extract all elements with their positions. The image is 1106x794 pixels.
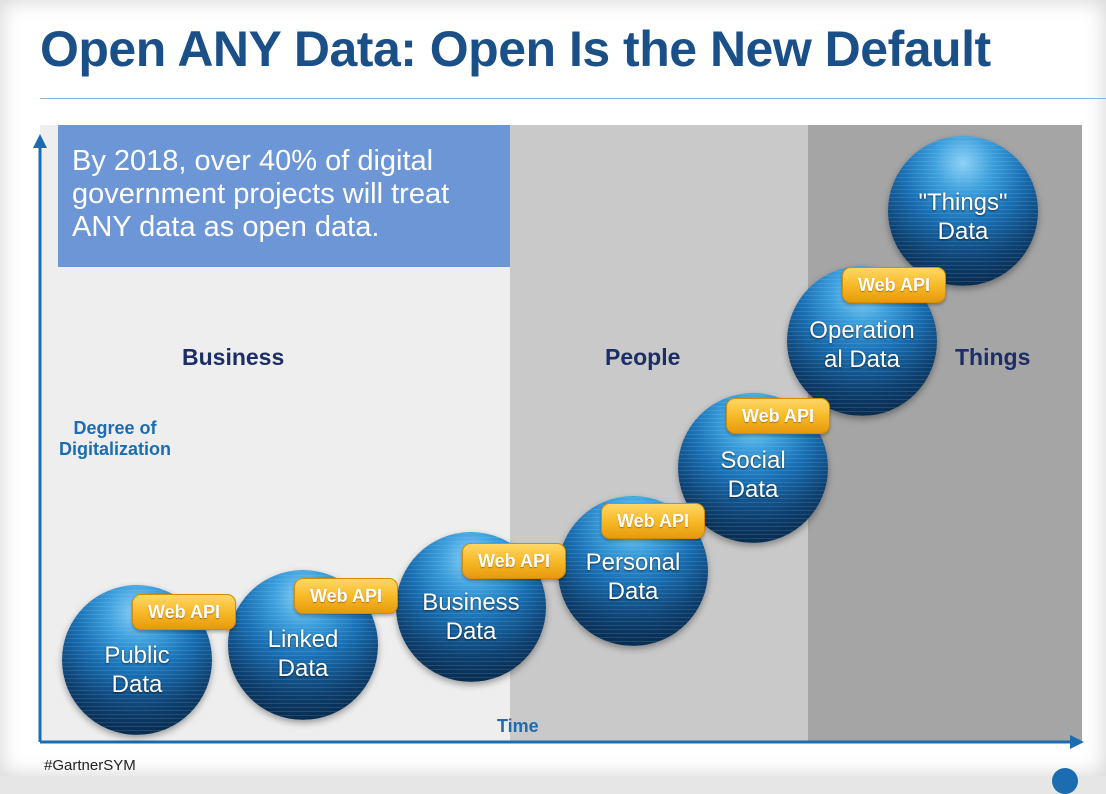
y-axis-label-line: Degree of: [73, 418, 157, 438]
web-api-connector: Web API: [842, 267, 946, 303]
sphere-label-line: Personal: [585, 549, 681, 576]
callout-line: ANY data as open data.: [72, 211, 380, 243]
callout-box: By 2018, over 40% of digital government …: [58, 125, 510, 267]
sphere-label-line: Data: [607, 578, 659, 605]
sphere-operational-data: Operation al Data: [787, 266, 937, 416]
title-underline: [40, 98, 1106, 99]
web-api-connector: Web API: [601, 503, 705, 539]
web-api-connector: Web API: [294, 578, 398, 614]
sphere-label-line: Data: [937, 218, 989, 245]
y-axis-label-line: Digitalization: [59, 439, 171, 459]
region-label-things: Things: [955, 344, 1031, 370]
region-label-people: People: [605, 344, 681, 370]
sphere-label-line: Business: [422, 589, 520, 616]
sphere-label-line: "Things": [918, 189, 1008, 216]
footer-hashtag: #GartnerSYM: [44, 757, 136, 774]
callout-line: government projects will treat: [72, 178, 450, 210]
x-axis-label: Time: [497, 716, 539, 736]
sphere-label-line: Data: [277, 655, 329, 682]
gartner-logo-icon: [1052, 768, 1078, 794]
web-api-connector: Web API: [132, 594, 236, 630]
y-axis-label: Degree of Digitalization: [40, 418, 190, 460]
callout-line: By 2018, over 40% of digital: [72, 145, 434, 177]
y-axis-arrowhead: [33, 134, 47, 148]
region-label-business: Business: [182, 344, 285, 370]
sphere-label-line: Operation: [809, 317, 915, 344]
sphere-label-line: Data: [111, 671, 163, 698]
sphere-label-line: Public: [104, 642, 170, 669]
sphere-label-line: al Data: [823, 346, 901, 373]
axes: [33, 134, 1084, 749]
web-api-connector: Web API: [726, 398, 830, 434]
sphere-label-line: Data: [445, 618, 497, 645]
sphere-label-line: Social: [720, 447, 786, 474]
sphere-business-data: Business Data: [396, 532, 546, 682]
sphere-label-line: Linked: [267, 626, 339, 653]
sphere-things-data: "Things" Data: [888, 136, 1038, 286]
slide-title: Open ANY Data: Open Is the New Default: [40, 21, 991, 77]
x-axis-arrowhead: [1070, 735, 1084, 749]
sphere-label-line: Data: [727, 476, 779, 503]
web-api-connector: Web API: [462, 543, 566, 579]
